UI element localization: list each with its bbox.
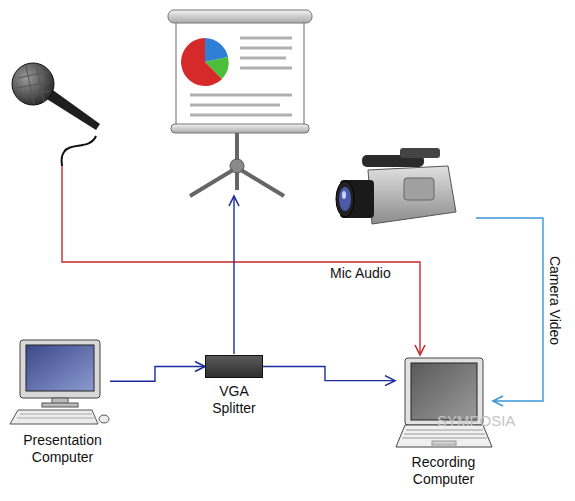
- microphone-part: [16, 64, 50, 104]
- video-camera-part: [342, 191, 346, 199]
- microphone: [12, 63, 100, 166]
- microphone-part: [12, 63, 54, 105]
- signal-label: Mic Audio: [330, 265, 391, 282]
- desktop-computer-icon-part-part: [17, 418, 94, 419]
- desktop-computer-icon-part: [20, 340, 100, 398]
- projection-screen: [168, 10, 312, 196]
- microphone-part-part: [16, 82, 50, 88]
- projection-screen-part: [190, 38, 292, 115]
- projection-screen-part: [235, 133, 239, 162]
- projection-screen-part-part: [190, 104, 280, 107]
- projection-screen-part-part: [190, 94, 292, 97]
- signal-wires-part: [476, 218, 543, 401]
- watermark: SYMPOSIA: [437, 412, 515, 429]
- laptop-icon-part-part: [404, 434, 485, 435]
- projection-screen-part: [171, 124, 309, 133]
- laptop-icon-part-part: [406, 430, 483, 431]
- microphone-part-part: [26, 66, 34, 104]
- node-caption: VGA Splitter: [199, 383, 269, 417]
- signal-wires: [62, 166, 543, 401]
- projection-screen-part: [190, 170, 233, 196]
- desktop-computer-icon: [10, 340, 109, 424]
- signal-connector: [263, 367, 395, 381]
- node-caption: Presentation Computer: [13, 432, 113, 466]
- node-caption: Recording Computer: [394, 454, 494, 488]
- projection-screen-part-part: [240, 67, 292, 70]
- video-camera: [336, 148, 456, 224]
- projection-screen-part: [235, 172, 239, 190]
- video-camera-part: [336, 181, 354, 217]
- desktop-computer-icon-part: [42, 403, 78, 407]
- projection-screen-part-part: [190, 114, 292, 117]
- signal-label: Camera Video: [546, 247, 563, 355]
- node-label: VGA Splitter: [199, 383, 269, 417]
- projection-screen-part: [241, 170, 284, 196]
- signal-wires-part: [233, 196, 234, 354]
- projection-screen-part-part: [240, 57, 286, 60]
- projection-screen-part-part: [240, 47, 292, 50]
- projection-screen-part-part: [240, 37, 292, 40]
- splitter-box: VGA Splitter: [205, 355, 263, 378]
- signal-connector: [110, 367, 205, 382]
- desktop-computer-icon-part: [17, 414, 94, 418]
- desktop-computer-icon-part: [10, 410, 98, 424]
- laptop-icon-part: [432, 441, 456, 445]
- video-camera-part: [339, 187, 351, 211]
- signal-wires-part: [62, 166, 420, 355]
- video-camera-part: [368, 166, 456, 224]
- video-camera-part: [400, 148, 440, 158]
- microphone-part-part: [36, 64, 44, 102]
- laptop-icon: [396, 358, 492, 447]
- computer-node: Presentation Computer: [15, 338, 110, 428]
- video-camera-part: [404, 178, 434, 200]
- node-label: Presentation Computer: [13, 432, 113, 466]
- desktop-computer-icon-part: [99, 415, 109, 423]
- node-label: Recording Computer: [394, 454, 494, 488]
- projection-screen-part: [168, 10, 312, 23]
- microphone-part-part: [22, 91, 50, 97]
- microphone-part-part: [18, 72, 46, 78]
- projection-screen-part: [176, 20, 304, 126]
- projection-screen-part: [181, 38, 222, 86]
- desktop-computer-icon-part: [26, 345, 94, 391]
- desktop-computer-icon-part-part: [20, 414, 92, 415]
- laptop-icon-part-part: [402, 438, 487, 439]
- laptop-icon-part: [402, 430, 487, 438]
- laptop-icon-part: [411, 363, 477, 420]
- laptop-node: Recording Computer: [395, 355, 492, 450]
- microphone-part: [62, 136, 97, 166]
